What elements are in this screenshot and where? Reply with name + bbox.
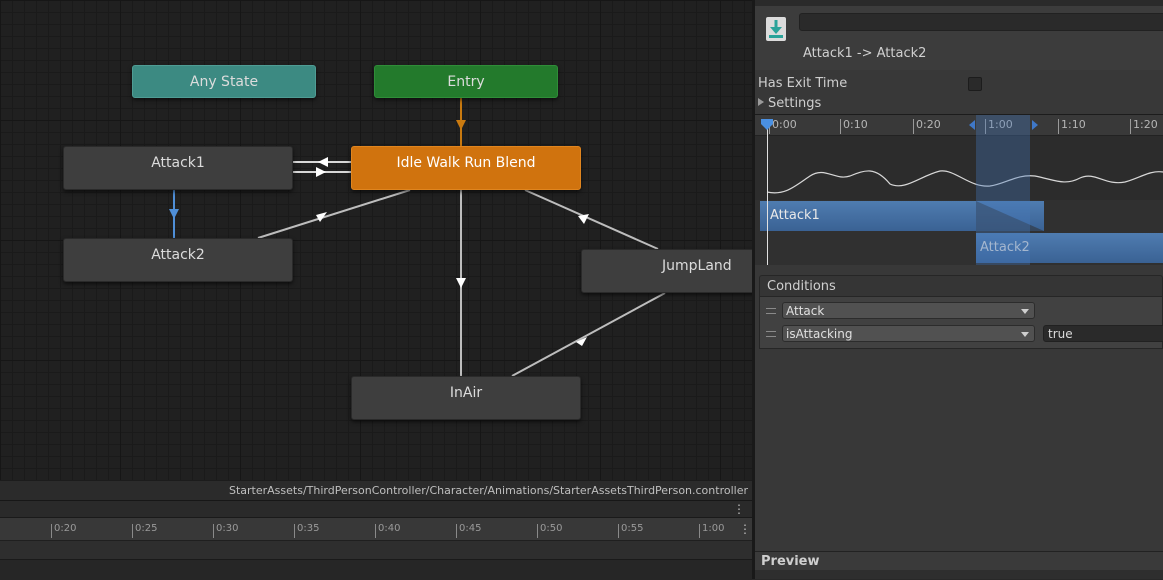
drag-handle-icon[interactable] xyxy=(766,308,776,314)
ruler-tick: 0:25 xyxy=(132,524,157,538)
state-label: Entry xyxy=(447,73,485,90)
ruler-tick: 0:35 xyxy=(294,524,319,538)
state-attack2[interactable]: Attack2 xyxy=(63,238,293,282)
conditions-list: Conditions Attack isAttacking true xyxy=(757,275,1163,350)
state-entry[interactable]: Entry xyxy=(374,65,558,98)
transition-arrow-icon xyxy=(456,120,466,130)
chevron-down-icon xyxy=(1021,332,1029,337)
condition-value: true xyxy=(1048,327,1073,341)
transition-title: Attack1 -> Attack2 xyxy=(803,46,927,61)
condition-parameter: isAttacking xyxy=(786,327,853,341)
more-options-icon[interactable]: ⋮ xyxy=(739,522,751,536)
state-any-state[interactable]: Any State xyxy=(132,65,316,98)
state-label: Any State xyxy=(189,73,259,90)
state-inair[interactable]: InAir xyxy=(351,376,581,420)
bottom-timeline[interactable]: ⋮ 0:20 0:25 0:30 0:35 0:40 0:45 0:50 0:5… xyxy=(0,500,752,580)
state-idle-walk-run-blend[interactable]: Idle Walk Run Blend xyxy=(351,146,581,190)
ruler-tick: 0:55 xyxy=(618,524,643,538)
condition-parameter-dropdown[interactable]: Attack xyxy=(782,302,1035,319)
more-options-icon[interactable]: ⋮ xyxy=(733,502,745,516)
ruler-tick: 1:00 xyxy=(985,119,1013,134)
transition-icon xyxy=(766,17,786,41)
transition-arrow-icon xyxy=(578,214,589,224)
panel-divider[interactable] xyxy=(752,0,755,579)
bottom-timeline-track[interactable] xyxy=(0,541,752,560)
preview-header[interactable]: Preview xyxy=(755,551,1163,570)
condition-value-field[interactable]: true xyxy=(1043,325,1163,342)
ruler-tick: 0:40 xyxy=(375,524,400,538)
bottom-timeline-header: ⋮ xyxy=(0,501,752,518)
drag-handle-icon[interactable] xyxy=(766,331,776,337)
ruler-tick: 0:20 xyxy=(51,524,76,538)
transition-jumpland-idle[interactable] xyxy=(524,189,659,250)
ruler-tick: 0:20 xyxy=(913,119,941,134)
transition-timeline-ruler[interactable]: 0:00 0:10 0:20 1:00 1:10 1:20 xyxy=(755,115,1163,136)
condition-parameter: Attack xyxy=(786,304,825,318)
controller-path-bar: StarterAssets/ThirdPersonController/Char… xyxy=(0,480,752,500)
state-label: Attack2 xyxy=(151,247,205,263)
conditions-header: Conditions xyxy=(759,275,1163,297)
has-exit-time-checkbox[interactable] xyxy=(968,77,982,91)
condition-parameter-dropdown[interactable]: isAttacking xyxy=(782,325,1035,342)
transition-attack2-idle[interactable] xyxy=(257,189,411,239)
transition-timeline[interactable]: 0:00 0:10 0:20 1:00 1:10 1:20 Attack1 At… xyxy=(755,114,1163,265)
destination-state-label: Attack2 xyxy=(980,240,1030,255)
transition-curve-area xyxy=(755,136,1163,200)
ruler-tick: 1:10 xyxy=(1058,119,1086,134)
transition-header: Attack1 -> Attack2 xyxy=(755,0,1163,70)
state-attack1[interactable]: Attack1 xyxy=(63,146,293,190)
transition-inair-jumpland[interactable] xyxy=(511,292,666,377)
ruler-tick: 1:20 xyxy=(1130,119,1158,134)
transition-start-handle-icon[interactable] xyxy=(967,120,977,130)
ruler-tick: 1:00 xyxy=(699,524,724,538)
state-label: Attack1 xyxy=(151,155,205,171)
inspector-panel: Attack1 -> Attack2 Has Exit Time Setting… xyxy=(755,0,1163,579)
transition-arrow-icon xyxy=(169,209,179,219)
settings-foldout-arrow-icon[interactable] xyxy=(758,98,764,106)
transition-arrow-icon xyxy=(316,167,326,177)
state-label: InAir xyxy=(449,385,483,401)
bottom-timeline-ruler[interactable]: 0:20 0:25 0:30 0:35 0:40 0:45 0:50 0:55 … xyxy=(0,518,752,541)
transition-end-handle-icon[interactable] xyxy=(1030,120,1040,130)
preview-label: Preview xyxy=(761,554,820,569)
transition-arrow-icon xyxy=(456,278,466,288)
source-state-label: Attack1 xyxy=(770,208,820,223)
transition-name-input[interactable] xyxy=(799,13,1163,31)
transition-arrow-icon xyxy=(318,157,328,167)
ruler-tick: 0:50 xyxy=(537,524,562,538)
playhead-marker-icon[interactable] xyxy=(761,119,774,131)
destination-state-bar[interactable]: Attack2 xyxy=(976,233,1163,263)
transition-blend-wedge xyxy=(976,201,1044,231)
chevron-down-icon xyxy=(1021,309,1029,314)
has-exit-time-label: Has Exit Time xyxy=(758,76,848,91)
state-label: JumpLand xyxy=(662,258,732,274)
conditions-body: Attack isAttacking true xyxy=(759,297,1163,349)
ruler-tick: 0:10 xyxy=(840,119,868,134)
state-jumpland[interactable]: JumpLand xyxy=(581,249,752,293)
blend-curve xyxy=(766,170,1163,194)
ruler-tick: 0:30 xyxy=(213,524,238,538)
transition-lines xyxy=(169,98,666,377)
transition-arrow-icon xyxy=(576,337,587,346)
transition-duration-range[interactable] xyxy=(976,115,1030,265)
preview-toolbar xyxy=(755,570,1163,579)
transition-arrow-icon xyxy=(316,212,327,222)
animator-graph[interactable]: Any State Entry Idle Walk Run Blend Atta… xyxy=(0,0,752,480)
settings-foldout[interactable]: Settings xyxy=(768,96,822,111)
state-label: Idle Walk Run Blend xyxy=(396,155,536,171)
playhead[interactable] xyxy=(767,121,768,265)
ruler-tick: 0:45 xyxy=(456,524,481,538)
controller-path: StarterAssets/ThirdPersonController/Char… xyxy=(229,484,748,497)
